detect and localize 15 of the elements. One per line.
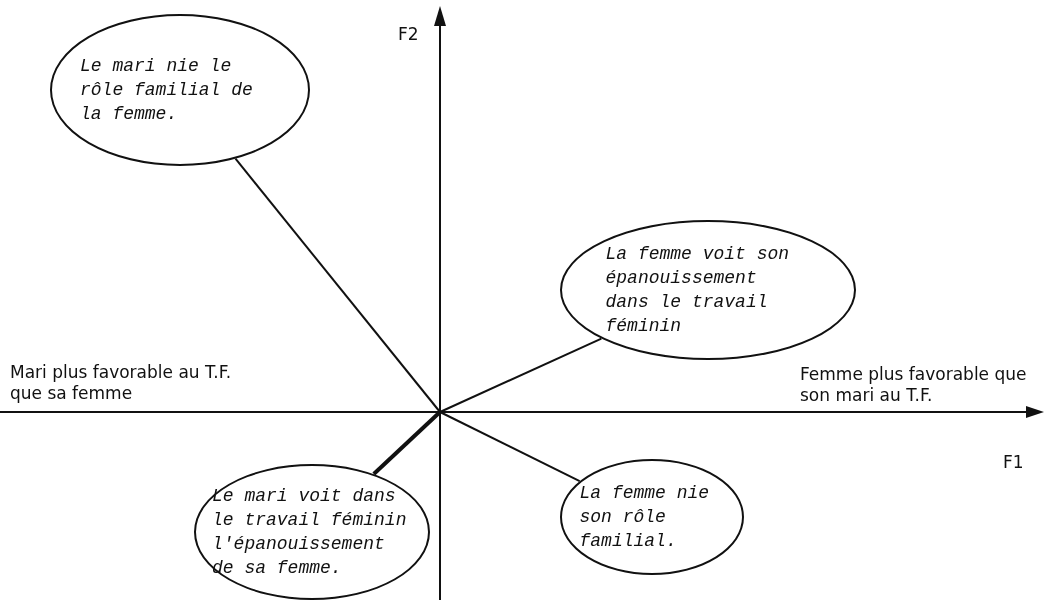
axis-label: F1 <box>1003 452 1025 473</box>
connector-line <box>234 157 441 413</box>
connector-line <box>439 411 581 483</box>
statement-ellipse <box>50 14 310 166</box>
connector-line <box>372 410 442 476</box>
statement-ellipse <box>560 220 856 360</box>
statement-text: La femme voit son épanouissement dans le travail féminin <box>605 243 791 338</box>
statement-text: Le mari nie le rôle familial de la femme. <box>80 55 254 126</box>
axis-label: Femme plus favorable que son mari au T.F. <box>800 364 1028 406</box>
statement-ellipse <box>194 464 430 600</box>
axis-label: Mari plus favorable au T.F. que sa femme <box>10 362 233 404</box>
statement-text: La femme nie son rôle familial. <box>579 482 711 553</box>
axis-label: F2 <box>398 24 420 45</box>
connector-line <box>439 337 603 413</box>
statement-ellipse <box>560 459 744 575</box>
